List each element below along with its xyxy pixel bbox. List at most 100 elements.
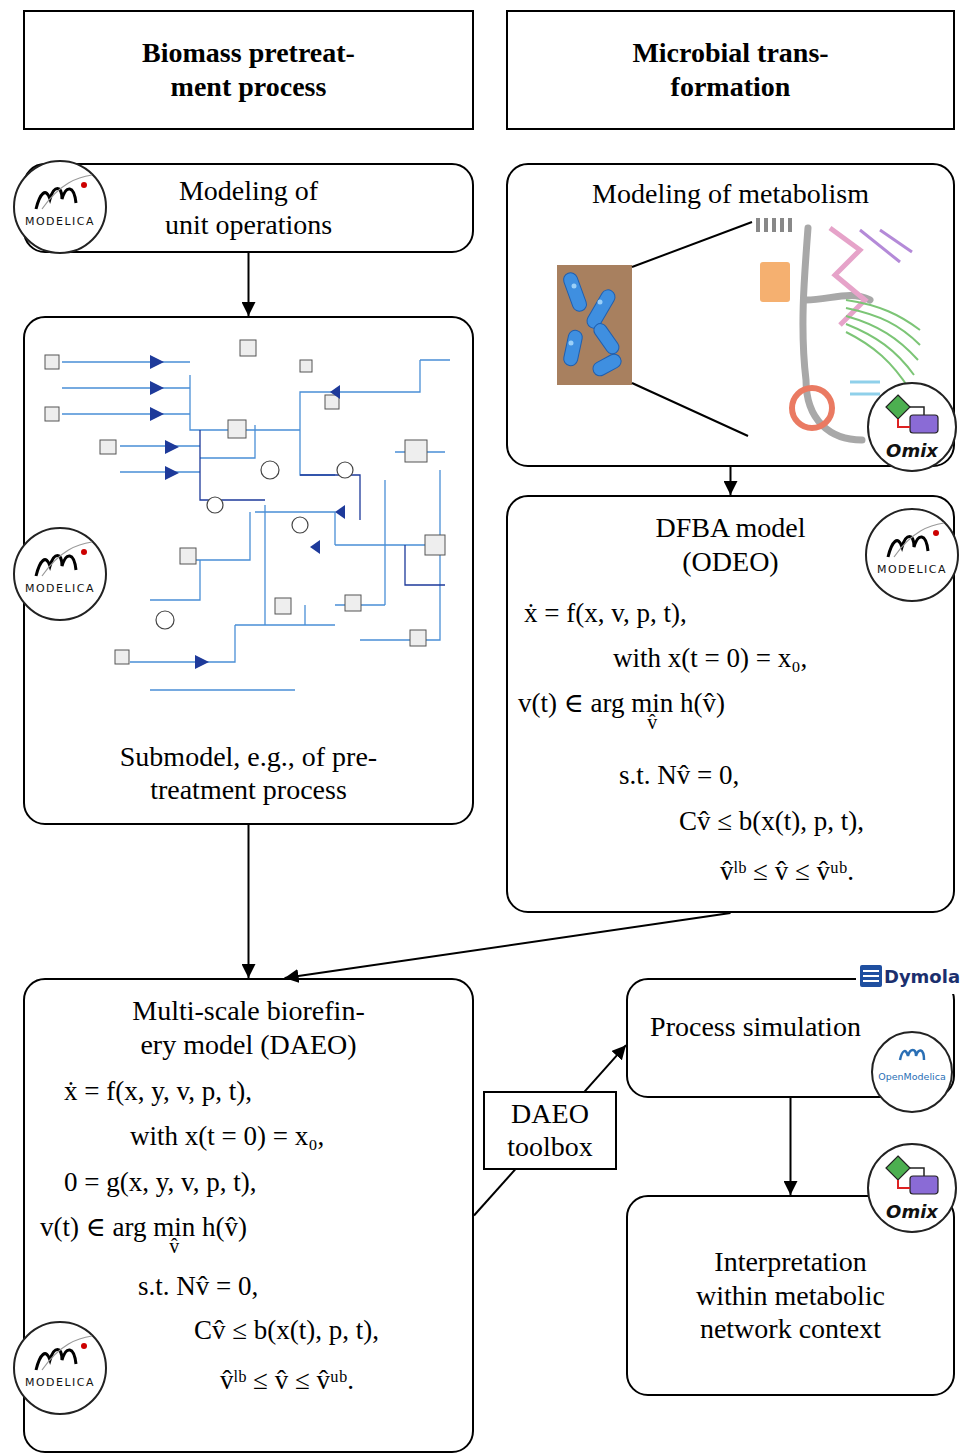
box-title: Interpretation within metabolic network … [686, 1245, 896, 1346]
bacteria-picture [562, 271, 624, 378]
submodel-schematic [45, 340, 450, 690]
submodel-schematic [100, 440, 116, 454]
submodel-schematic [150, 407, 164, 421]
dymola-logo [856, 958, 962, 994]
logo-text: MODELICA [25, 582, 95, 595]
submodel-schematic [156, 461, 353, 629]
omix-logo [910, 415, 938, 433]
submodel-schematic [165, 466, 179, 480]
dymola-logo [856, 958, 962, 994]
omix-logo [886, 1156, 910, 1180]
metabolic-network-map [760, 262, 790, 302]
connector-arrow [285, 913, 731, 978]
logo-text: Omix [886, 440, 938, 461]
tool-label: DAEO toolbox [483, 1091, 617, 1170]
modelica-logo [14, 1322, 106, 1414]
modelica-logo [894, 523, 944, 557]
omix-logo [868, 1144, 956, 1232]
logo-text: MODELICA [25, 1376, 95, 1389]
bacteria-picture [569, 284, 603, 346]
bacteria-picture [591, 321, 621, 356]
equation: v̂ˡᵇ ≤ v̂ ≤ v̂ᵘᵇ. [720, 855, 854, 887]
submodel-schematic [180, 548, 196, 564]
box-title: Modeling of unit operations [160, 174, 338, 241]
submodel-schematic [45, 355, 59, 369]
box-title: Multi-scale biorefin- ery model (DAEO) [123, 994, 375, 1061]
modelica-logo [14, 528, 106, 620]
equation: v̂ˡᵇ ≤ v̂ ≤ v̂ᵘᵇ. [220, 1364, 354, 1396]
submodel-schematic [405, 440, 427, 462]
submodel-schematic [300, 360, 312, 372]
modelica-logo [866, 509, 958, 601]
omix-logo [898, 1180, 910, 1188]
logo-text: Omix [886, 1201, 938, 1222]
bacteria-picture [598, 300, 603, 305]
connector-arrow [790, 1098, 792, 1195]
submodel-schematic [292, 517, 308, 533]
metabolic-network-map [758, 218, 790, 232]
submodel-schematic [228, 420, 246, 438]
submodel-schematic [425, 535, 445, 555]
header-text: Microbial trans- formation [608, 36, 853, 103]
modelica-logo [81, 182, 87, 188]
submodel-schematic [156, 611, 174, 629]
submodel-schematic [62, 360, 450, 690]
omix-logo [868, 383, 956, 471]
submodel-schematic [115, 650, 129, 664]
bacteria-picture [572, 284, 577, 289]
submodel-schematic [261, 461, 279, 479]
equation: ẋ = f(x, y, v, p, t), [64, 1075, 252, 1107]
header-text: Biomass pretreat- ment process [126, 36, 371, 103]
modelica-logo [81, 1343, 87, 1349]
modelica-logo [42, 175, 92, 209]
submodel-schematic [200, 430, 445, 585]
section-header: Biomass pretreat- ment process [23, 10, 474, 130]
modelica-logo [14, 528, 106, 620]
connector-arrow [248, 825, 250, 978]
modelica-logo [14, 161, 106, 253]
submodel-schematic [325, 395, 339, 409]
submodel-schematic [207, 497, 223, 513]
submodel-schematic [240, 340, 256, 356]
box-title: Modeling of metabolism [592, 177, 869, 211]
omix-logo [868, 383, 956, 471]
modelica-logo [81, 549, 87, 555]
subscript: v̂ [647, 712, 657, 732]
modelica-logo [36, 189, 76, 210]
submodel-schematic [410, 630, 426, 646]
subscript: v̂ [169, 1236, 179, 1256]
submodel-schematic [195, 655, 209, 669]
metabolic-network-map [758, 218, 920, 440]
box-title: Submodel, e.g., of pre- treatment proces… [99, 740, 399, 807]
equation: ẋ = f(x, v, p, t), [524, 597, 687, 629]
submodel-schematic [345, 595, 361, 611]
connector-arrow [730, 467, 732, 495]
openmodelica-logo [872, 1032, 952, 1112]
metabolic-network-map [860, 230, 912, 262]
box-title: DFBA model (ODEO) [631, 511, 831, 578]
equation: s.t. Nv̂ = 0, [619, 759, 739, 791]
modelica-logo [866, 509, 958, 601]
submodel-schematic [150, 355, 345, 669]
equation: s.t. Nv̂ = 0, [138, 1270, 258, 1302]
metabolic-network-map [792, 388, 832, 428]
omix-logo [910, 1168, 924, 1176]
bacteria-picture [562, 271, 589, 313]
dymola-logo [860, 965, 882, 987]
modelica-logo [36, 556, 76, 577]
submodel-schematic [275, 598, 291, 614]
modelica-logo [888, 537, 928, 558]
submodel-schematic [310, 540, 320, 554]
zoom-lines [632, 222, 752, 267]
bacteria-picture [557, 265, 632, 385]
omix-logo [910, 407, 924, 415]
equation: 0 = g(x, y, v, p, t), [64, 1166, 256, 1198]
openmodelica-logo [900, 1050, 924, 1060]
bacteria-picture [569, 341, 574, 346]
submodel-schematic [165, 440, 179, 454]
submodel-schematic [45, 407, 59, 421]
logo-text: MODELICA [877, 563, 947, 576]
